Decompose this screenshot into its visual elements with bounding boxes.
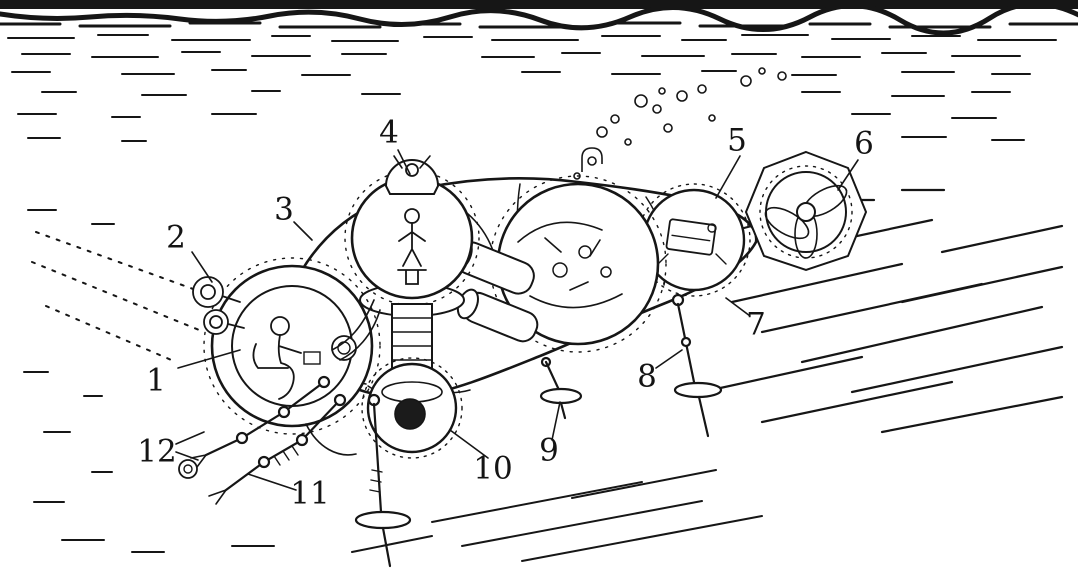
snorkel-hook — [581, 147, 603, 172]
manipulator-arms — [178, 375, 347, 505]
pilot-figure — [397, 208, 427, 285]
vehicle — [178, 150, 868, 568]
callout-11: 11 — [290, 475, 330, 512]
callout-7: 7 — [746, 306, 766, 343]
callout-6: 6 — [854, 125, 874, 162]
thruster-tubes — [448, 237, 539, 343]
callout-8: 8 — [637, 358, 657, 395]
callout-10: 10 — [473, 450, 513, 487]
callout-2: 2 — [166, 219, 186, 256]
bottom-hatch — [361, 357, 463, 459]
callout-4: 4 — [379, 114, 399, 151]
background-texture — [23, 188, 1064, 562]
observer-figure — [252, 316, 321, 400]
callout-12: 12 — [137, 433, 177, 470]
external-lamps — [192, 276, 245, 335]
callout-9: 9 — [539, 432, 559, 469]
callout-3: 3 — [274, 191, 294, 228]
propeller — [743, 150, 868, 272]
callout-1: 1 — [146, 362, 166, 399]
landing-legs — [354, 293, 723, 568]
conning-tower — [344, 155, 480, 317]
bubbles — [573, 67, 787, 180]
water-surface — [0, 0, 1078, 142]
stern-equipment-bay — [637, 183, 751, 297]
cables — [305, 299, 381, 456]
callout-5: 5 — [727, 122, 747, 159]
crew-sphere — [203, 257, 381, 435]
leader-lines — [175, 149, 859, 491]
